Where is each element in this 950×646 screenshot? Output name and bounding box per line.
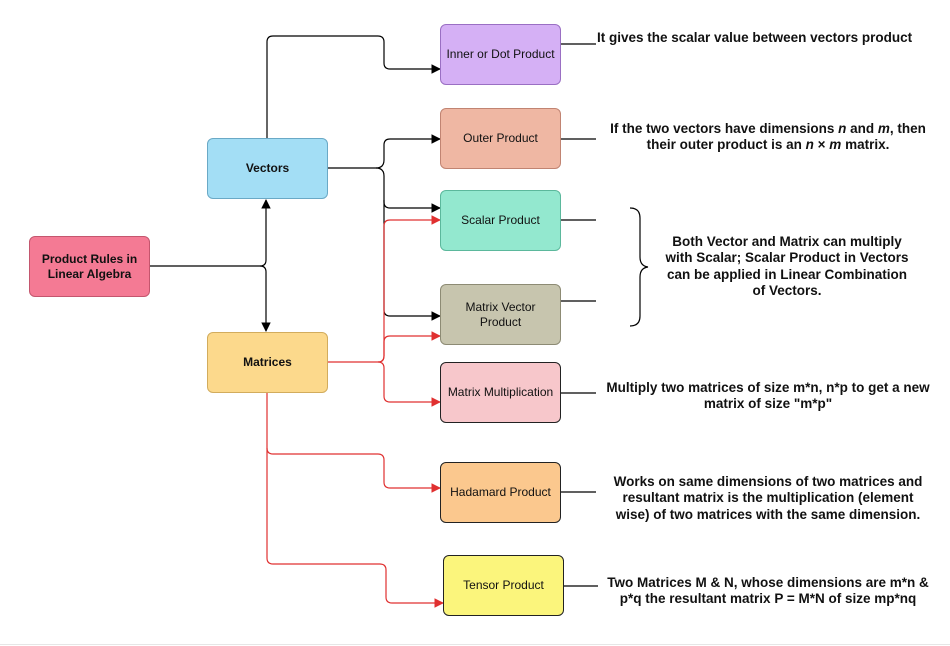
desc-hadamard-line-2: resultant matrix is the multiplication (… [622, 490, 914, 506]
desc-outer-l1a: If the two vectors have dimensions [610, 121, 839, 136]
desc-shared-line-4: of Vectors. [752, 283, 822, 299]
edge-vectors-outer [328, 134, 441, 169]
node-scalar-product: Scalar Product [440, 190, 561, 251]
desc-outer-line-2: their outer product is an n × m matrix. [598, 137, 938, 153]
curly-brace [629, 207, 649, 327]
node-hadamard-product: Hadamard Product [440, 462, 561, 523]
node-vectors: Vectors [207, 138, 328, 199]
desc-tensor-line-1: Two Matrices M & N, whose dimensions are… [607, 575, 929, 590]
desc-matrix-multiplication: Multiply two matrices of size m*n, n*p t… [598, 380, 938, 413]
edge-vectors-inner [266, 35, 441, 138]
desc-outer-times: × [813, 137, 830, 153]
desc-outer-l1c: , then [889, 121, 926, 136]
node-matrix-multiplication: Matrix Multiplication [440, 362, 561, 423]
desc-outer-l2a: their outer product is an [646, 137, 806, 153]
node-matrix-vector-product: Matrix Vector Product [440, 284, 561, 345]
desc-shared-line-3: can be applied in Linear Combination [666, 266, 908, 282]
node-tensor-product: Tensor Product [443, 555, 564, 616]
desc-shared-line-1: Both Vector and Matrix can multiply [672, 234, 902, 249]
desc-hadamard-line-1: Works on same dimensions of two matrices… [613, 474, 923, 489]
edge-vectors-scalar [375, 167, 441, 213]
desc-inner-product: It gives the scalar value between vector… [597, 30, 912, 46]
node-inner-product: Inner or Dot Product [440, 24, 561, 85]
desc-hadamard-product: Works on same dimensions of two matrices… [598, 474, 938, 523]
node-outer-product: Outer Product [440, 108, 561, 169]
desc-shared-line-2: with Scalar; Scalar Product in Vectors [665, 250, 909, 266]
desc-tensor-line-2: p*q the resultant matrix P = M*N of size… [619, 591, 917, 607]
desc-inner-text: It gives the scalar value between vector… [597, 30, 913, 45]
desc-outer-l2b: matrix. [841, 137, 890, 153]
desc-hadamard-line-3: wise) of two matrices with the same dime… [615, 506, 921, 522]
desc-tensor-product: Two Matrices M & N, whose dimensions are… [598, 575, 938, 608]
desc-outer-l1b: and [846, 121, 878, 136]
desc-matrix-mult-line-2: matrix of size "m*p" [703, 396, 833, 412]
node-root: Product Rules in Linear Algebra [29, 236, 150, 297]
desc-outer-product: If the two vectors have dimensions n and… [598, 121, 938, 154]
edge-vectors-matrix-vector [383, 200, 441, 321]
node-matrices: Matrices [207, 332, 328, 393]
desc-outer-m2: m [829, 137, 842, 153]
desc-outer-n1: n [838, 121, 847, 136]
edge-root-matrices [259, 265, 271, 332]
desc-shared-scalar-matrix-vector: Both Vector and Matrix can multiply with… [652, 234, 922, 300]
desc-outer-n2: n [805, 137, 814, 153]
bottom-divider [0, 644, 950, 645]
edge-root-vectors [150, 199, 271, 267]
desc-outer-m1: m [877, 121, 890, 136]
edge-matrices-matrix-vector [377, 331, 441, 363]
edge-matrices-tensor [266, 448, 444, 608]
desc-outer-line-1: If the two vectors have dimensions n and… [598, 121, 938, 137]
desc-matrix-mult-line-1: Multiply two matrices of size m*n, n*p t… [606, 380, 930, 395]
edge-matrices-matrix-mult [377, 361, 441, 407]
edge-matrices-hadamard [266, 392, 441, 493]
